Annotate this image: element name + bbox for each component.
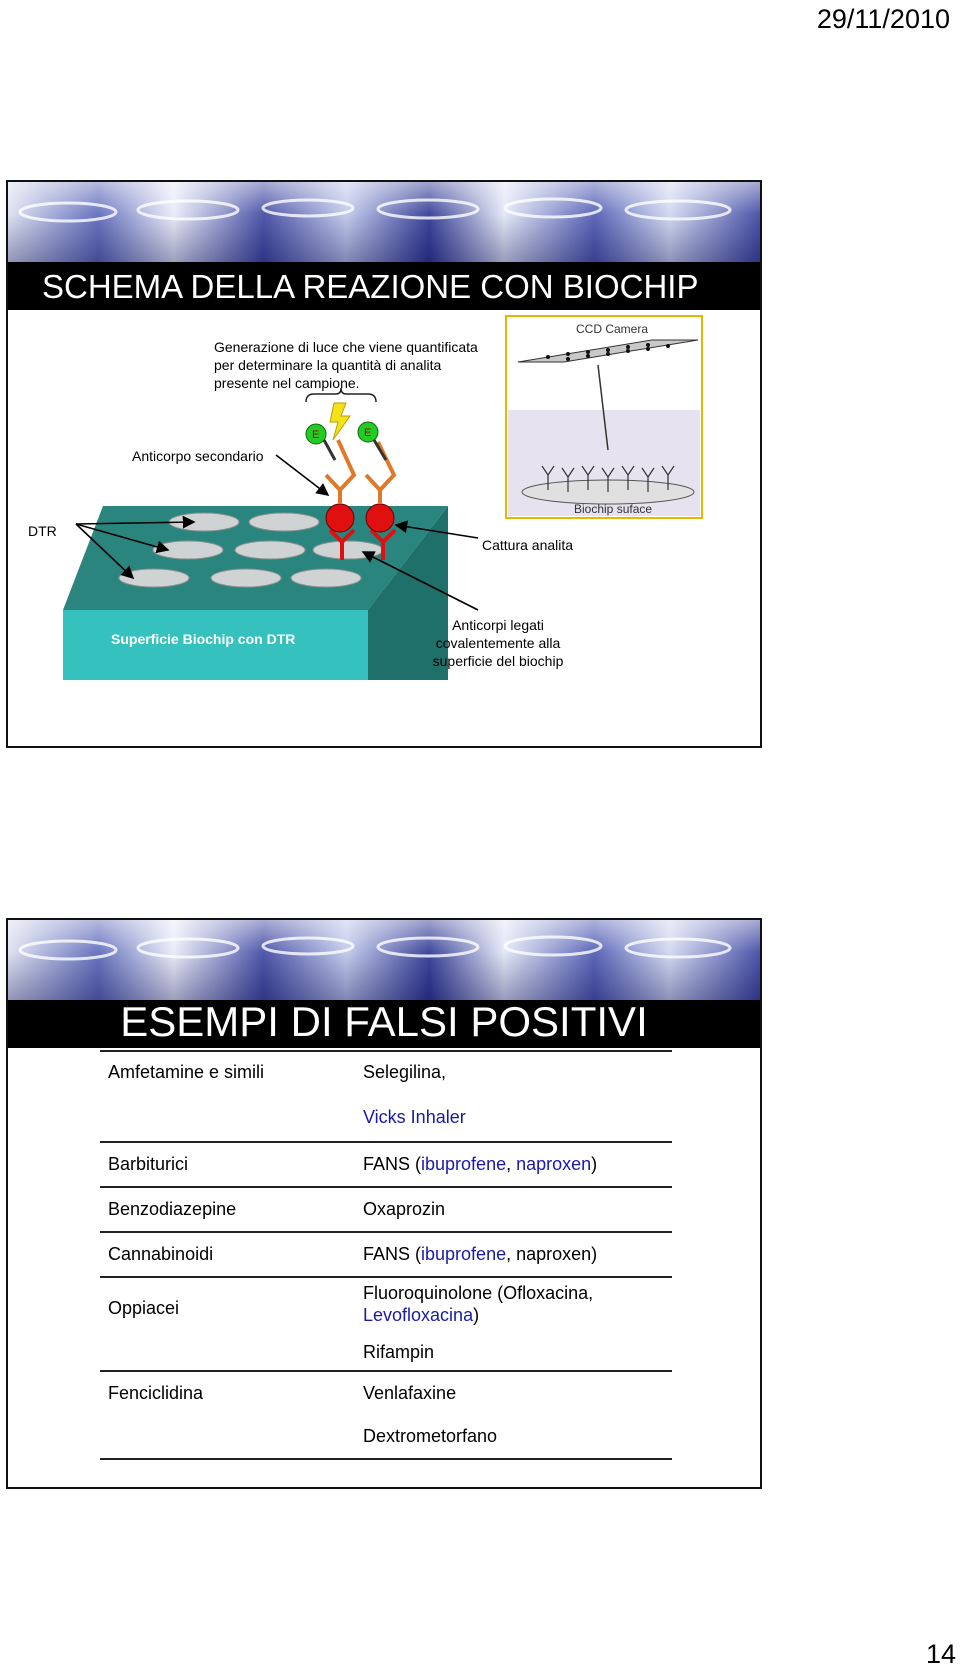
false-positive: Dextrometorfano [363, 1426, 498, 1446]
slide-title: SCHEMA DELLA REAZIONE CON BIOCHIP [42, 268, 699, 305]
false-positive: FANS (ibuprofene, naproxen) [363, 1154, 598, 1174]
surface-label: Superficie Biochip con DTR [111, 631, 296, 647]
test-tubes-banner [8, 182, 760, 262]
slide-date: 29/11/2010 [816, 4, 950, 34]
well [118, 568, 190, 588]
ccd-camera-label: CCD Camera [576, 322, 649, 336]
table-row: Barbiturici FANS (ibuprofene, naproxen) [100, 1143, 672, 1188]
capture-label: Cattura analita [482, 537, 574, 553]
well [248, 512, 320, 532]
slide-false-positives: ESEMPI DI FALSI POSITIVI Amfetamine e si… [6, 918, 762, 1489]
false-positive: Rifampin [363, 1342, 435, 1362]
biochip-right-side [368, 506, 448, 680]
false-positives-table: Amfetamine e simili Selegilina, Vicks In… [100, 1050, 672, 1460]
false-positive: Selegilina, [363, 1062, 447, 1082]
well [234, 540, 306, 560]
ccd-camera-inset [505, 315, 703, 519]
drug-class: Oppiacei [108, 1298, 180, 1318]
enzyme-label-2: E [364, 427, 372, 439]
table-row: Amfetamine e simili Selegilina, Vicks In… [100, 1050, 672, 1143]
table-row: Fenciclidina Venlafaxine Dextrometorfano [100, 1372, 672, 1460]
false-positive: FANS (ibuprofene, naproxen) [363, 1244, 598, 1264]
analyte [325, 503, 355, 533]
table-row: Cannabinoidi FANS (ibuprofene, naproxen) [100, 1233, 672, 1278]
dtr-label: DTR [28, 523, 57, 539]
well [152, 540, 224, 560]
drug-class: Fenciclidina [108, 1383, 204, 1403]
slide-biochip-schema: SCHEMA DELLA REAZIONE CON BIOCHIP [6, 180, 762, 748]
drug-class: Benzodiazepine [108, 1199, 237, 1219]
bound-antibodies-label: Anticorpi legati covalentemente alla sup… [432, 617, 564, 669]
false-positive: Fluoroquinolone (Ofloxacina,Levofloxacin… [363, 1283, 594, 1325]
title-bar: ESEMPI DI FALSI POSITIVI [8, 998, 760, 1048]
drug-class: Amfetamine e simili [108, 1062, 265, 1082]
well [210, 568, 282, 588]
biochip-diagram: CCD Camera Biochip suface E E Generazion… [8, 310, 760, 746]
well [290, 568, 362, 588]
secondary-antibody-label: Anticorpo secondario [132, 448, 264, 464]
title-bar: SCHEMA DELLA REAZIONE CON BIOCHIP [8, 262, 760, 310]
false-positive: Oxaprozin [363, 1199, 446, 1219]
lightning-icon [329, 402, 351, 441]
table-row: Benzodiazepine Oxaprozin [100, 1188, 672, 1233]
enzyme-label-1: E [312, 429, 320, 441]
drug-class: Barbiturici [108, 1154, 189, 1174]
page-number: 14 [925, 1639, 956, 1669]
light-generation-label: Generazione di luce che viene quantifica… [214, 339, 478, 391]
false-positive: Venlafaxine [363, 1383, 457, 1403]
biochip-front-face [63, 610, 368, 680]
biochip-surface-label: Biochip suface [574, 502, 653, 516]
drug-class: Cannabinoidi [108, 1244, 214, 1264]
slide-title: ESEMPI DI FALSI POSITIVI [120, 998, 648, 1045]
analyte [365, 503, 395, 533]
false-positive: Vicks Inhaler [363, 1107, 466, 1127]
table-row: Oppiacei Fluoroquinolone (Ofloxacina,Lev… [100, 1278, 672, 1372]
test-tubes-banner [8, 920, 760, 1000]
